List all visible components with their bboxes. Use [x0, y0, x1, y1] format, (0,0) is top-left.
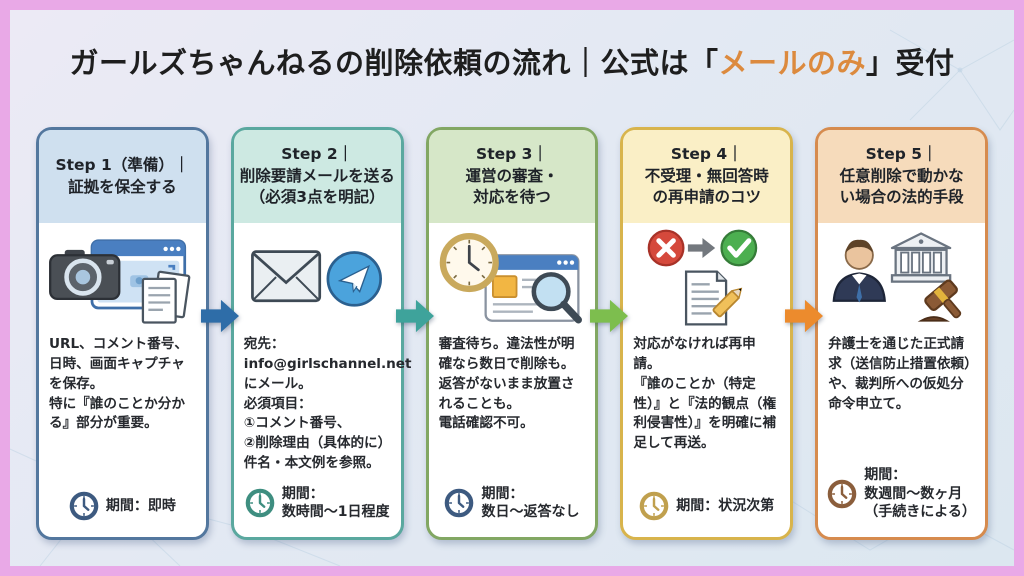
envelope-icon — [251, 250, 322, 303]
gavel-icon — [917, 279, 961, 322]
step-2-illustration — [234, 223, 401, 327]
step-1-body: URL、コメント番号、日時、画面キャプチャを保存。 特に『誰のことか分かる』部分… — [49, 336, 188, 432]
camera-icon — [49, 249, 121, 301]
document-pencil-icon — [684, 270, 743, 326]
step-4-illustration — [623, 223, 790, 327]
step-3-period-text: 期間： 数日～返答なし — [481, 485, 580, 520]
step-3-period: 期間： 数日～返答なし — [429, 485, 596, 537]
step-1-period-text: 期間：即時 — [105, 497, 176, 514]
chevron-watermark: ❯ — [962, 500, 984, 530]
step-1-header: Step 1（準備）｜ 証拠を保全する — [39, 130, 206, 223]
clock-icon — [439, 233, 499, 293]
step-1-card: Step 1（準備）｜ 証拠を保全する — [36, 127, 209, 540]
arrow-right-icon — [687, 238, 715, 258]
step-4-period: 期間：状況次第 — [623, 491, 790, 537]
flow-arrow — [200, 295, 239, 337]
step-3-card: Step 3｜ 運営の審査・ 対応を待つ — [425, 127, 599, 540]
clock-icon — [639, 491, 669, 521]
step-5-body: 弁護士を通じた正式請求（送信防止措置依頼）や、裁判所への仮処分命令申立て。 — [828, 336, 971, 412]
x-circle-icon — [647, 229, 685, 267]
clock-icon — [69, 491, 99, 521]
step-5-header: Step 5｜ 任意削除で動かな い場合の法的手段 — [818, 130, 985, 223]
check-circle-icon — [720, 229, 758, 267]
magnifier-icon — [531, 272, 582, 324]
infographic-canvas: ガールズちゃんねるの削除依頼の流れ｜公式は「メールのみ」受付 Step 1（準備… — [10, 10, 1014, 566]
step-4-body: 対応がなければ再申請。 『誰のことか（特定性）』と『法的観点（権利侵害性）』を明… — [633, 336, 777, 452]
step-3-illustration — [429, 223, 596, 327]
courthouse-icon — [890, 232, 951, 283]
step-2-period-text: 期間： 数時間～1日程度 — [281, 485, 390, 520]
lawyer-icon — [832, 239, 886, 303]
step-5-period-text: 期間： 数週間～数ヶ月 （手続きによる） — [864, 467, 976, 520]
clock-icon — [245, 488, 275, 518]
step-1-illustration — [39, 223, 206, 327]
step-5-card: Step 5｜ 任意削除で動かな い場合の法的手段 — [815, 127, 988, 540]
step-2-body: 宛先： info@girlschannel.net にメール。 必須項目： ①コ… — [243, 336, 412, 472]
step-3-header: Step 3｜ 運営の審査・ 対応を待つ — [428, 130, 596, 223]
step-4-card: Step 4｜ 不受理・無回答時 の再申請のコツ — [620, 127, 794, 540]
page-title: ガールズちゃんねるの削除依頼の流れ｜公式は「メールのみ」受付 — [10, 40, 1014, 82]
paper-plane-icon — [326, 251, 383, 307]
title-part1: ガールズちゃんねるの削除依頼の流れ｜公式は「 — [69, 46, 719, 80]
title-highlight: メールのみ — [718, 46, 866, 80]
process-flow: Step 1（準備）｜ 証拠を保全する — [36, 127, 988, 540]
flow-arrow — [395, 295, 434, 337]
step-5-period: 期間： 数週間～数ヶ月 （手続きによる） — [818, 466, 985, 537]
title-part2: 」受付 — [866, 46, 955, 80]
step-4-header: Step 4｜ 不受理・無回答時 の再申請のコツ — [623, 130, 791, 223]
flow-arrow — [590, 295, 629, 337]
step-4-period-text: 期間：状況次第 — [676, 497, 775, 514]
step-3-body: 審査待ち。違法性が明確なら数日で削除も。返答がないまま放置されることも。 電話確… — [438, 336, 575, 432]
step-2-period: 期間： 数時間～1日程度 — [234, 485, 401, 537]
flow-arrow — [785, 295, 824, 337]
clock-icon — [827, 479, 857, 509]
step-2-header: Step 2｜ 削除要請メールを送る （必須3点を明記） — [233, 130, 401, 223]
step-2-card: Step 2｜ 削除要請メールを送る （必須3点を明記） — [230, 127, 412, 540]
step-5-illustration — [818, 223, 985, 327]
clock-icon — [445, 488, 474, 518]
documents-icon — [142, 270, 191, 324]
step-1-period: 期間：即時 — [39, 491, 206, 537]
